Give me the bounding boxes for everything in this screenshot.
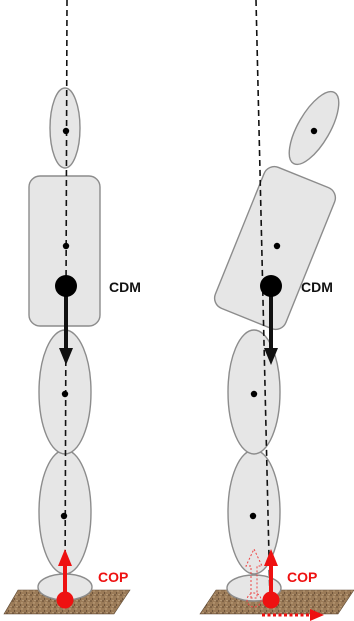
right-vertical-reference-line: [255, 0, 271, 601]
left-head-center-dot: [62, 127, 70, 135]
right-shank-center-dot: [249, 512, 257, 520]
left-trunk-center-dot: [62, 242, 70, 250]
right-head-center-dot: [310, 127, 318, 135]
right-previous-reaction-arrow-ghost: [245, 547, 263, 599]
left-com-label: CDM: [109, 279, 141, 295]
right-cop-shift-arrow-head: [310, 609, 324, 621]
left-shank-center-dot: [60, 512, 68, 520]
right-previous-cop-ghost: [246, 592, 262, 608]
right-com-label: CDM: [301, 279, 333, 295]
left-center-of-mass-marker: [55, 275, 77, 297]
right-cop-label: COP: [287, 569, 317, 585]
right-reaction-arrow-head: [264, 549, 278, 566]
right-center-of-pressure-marker: [262, 591, 280, 609]
left-reaction-arrow-head: [58, 549, 72, 566]
left-panel: CDM COP: [3, 0, 141, 615]
right-center-of-mass-marker: [260, 275, 282, 297]
left-cop-label: COP: [98, 569, 128, 585]
left-center-of-pressure-marker: [56, 591, 74, 609]
left-thigh-center-dot: [61, 390, 69, 398]
right-thigh-center-dot: [250, 390, 258, 398]
right-panel: CDM COP: [199, 0, 354, 621]
right-trunk-center-dot: [273, 242, 281, 250]
right-weight-arrow-head: [264, 348, 278, 365]
left-weight-arrow-head: [59, 348, 73, 365]
